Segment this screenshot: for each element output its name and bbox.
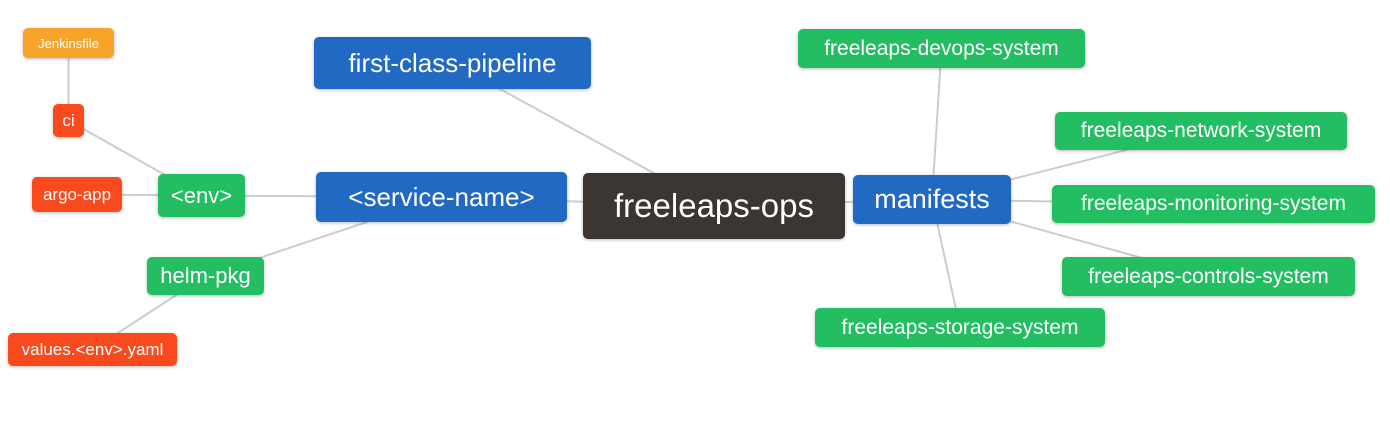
node-manifests[interactable]: manifests — [853, 175, 1011, 224]
node-jenkinsfile[interactable]: Jenkinsfile — [23, 28, 114, 58]
node-env[interactable]: <env> — [158, 174, 245, 217]
node-freeleaps-ops[interactable]: freeleaps-ops — [583, 173, 845, 239]
node-freeleaps-storage-system[interactable]: freeleaps-storage-system — [815, 308, 1105, 347]
node-first-class-pipeline[interactable]: first-class-pipeline — [314, 37, 591, 89]
node-helm-pkg[interactable]: helm-pkg — [147, 257, 264, 295]
node-values-env-yaml[interactable]: values.<env>.yaml — [8, 333, 177, 366]
node-freeleaps-monitoring-system[interactable]: freeleaps-monitoring-system — [1052, 185, 1375, 223]
node-argo-app[interactable]: argo-app — [32, 177, 122, 212]
node-service-name[interactable]: <service-name> — [316, 172, 567, 222]
node-freeleaps-devops-system[interactable]: freeleaps-devops-system — [798, 29, 1085, 68]
node-freeleaps-network-system[interactable]: freeleaps-network-system — [1055, 112, 1347, 150]
node-ci[interactable]: ci — [53, 104, 84, 137]
node-freeleaps-controls-system[interactable]: freeleaps-controls-system — [1062, 257, 1355, 296]
